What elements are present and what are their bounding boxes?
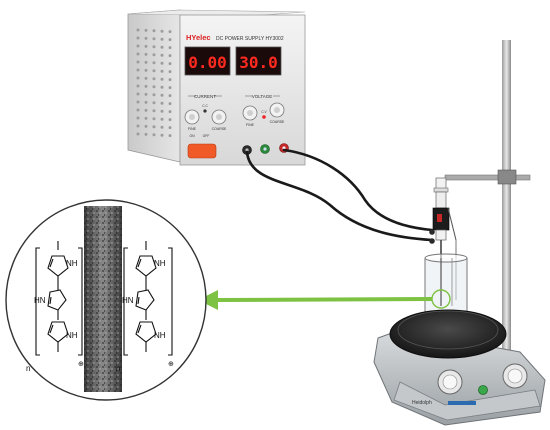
nh-label-right-top: NH [154, 259, 166, 268]
model-label: DC POWER SUPPLY HY3002 [216, 36, 284, 42]
nh-label-right-bottom: NH [154, 331, 166, 340]
charge-right: ⊕ [168, 361, 174, 368]
switch-off-label: OFF [203, 134, 210, 138]
polypyrrole-fiber [84, 206, 122, 392]
current-display: 0.00 [188, 53, 227, 72]
hn-label-right: HN [122, 296, 134, 305]
polypyrrole-structure-right [123, 241, 173, 356]
output-terminals [242, 143, 289, 155]
knob-label-3: FINE [246, 123, 255, 127]
power-supply-front-panel [179, 14, 306, 166]
current-section-label: CURRENT [194, 94, 216, 99]
voltage-section-label: VOLTAGE [252, 94, 273, 99]
magnetic-stirrer: Heidolph [373, 309, 546, 426]
stand-clamp-block [497, 169, 517, 185]
switch-on-label: ON [189, 134, 195, 138]
stirrer-power-button[interactable] [478, 385, 488, 395]
wire-negative [245, 150, 434, 242]
cv-label: C.V [261, 110, 267, 114]
polypyrrole-structure-left [35, 241, 83, 356]
hn-label-left: HN [34, 296, 46, 305]
nh-label-left-top: NH [66, 259, 78, 268]
n-label-left: n [26, 364, 30, 373]
connecting-wires [245, 148, 434, 242]
cc-indicator [203, 109, 207, 113]
power-switch[interactable] [187, 143, 217, 159]
knob-label-1: FINE [188, 127, 197, 131]
n-label-right: n [116, 364, 120, 373]
arrow-head [198, 290, 218, 310]
stirrer-brand: Heidolph [412, 400, 432, 406]
stirrer-plate [389, 309, 507, 359]
stirrer-right-dial[interactable] [502, 363, 528, 389]
voltage-fine-knob[interactable] [242, 105, 258, 121]
dc-power-supply: HYelec DC POWER SUPPLY HY3002 0.00 30.0 … [127, 9, 306, 166]
zoom-arrow [198, 290, 433, 310]
stand-clamp-arm [444, 174, 531, 181]
stirrer-left-dial[interactable] [437, 369, 463, 395]
nh-label-left-bottom: NH [66, 331, 78, 340]
voltage-display: 30.0 [239, 53, 278, 72]
vent-grille [136, 28, 172, 138]
cc-label: C.C [202, 104, 208, 108]
knob-label-4: COARSE [270, 120, 285, 124]
wire-positive [282, 148, 434, 232]
electrode-holder [429, 177, 457, 300]
brand-label: HYelec [186, 33, 211, 42]
knob-label-2: COARSE [212, 127, 227, 131]
voltage-display-frame [235, 46, 282, 76]
retort-stand [444, 40, 531, 410]
voltage-coarse-knob[interactable] [269, 102, 285, 118]
stand-rod [502, 40, 511, 410]
current-coarse-knob[interactable] [211, 109, 227, 125]
magnified-view: NH HN NH n ⊕ NH HN NH n ⊕ [5, 199, 207, 401]
charge-left: ⊕ [78, 361, 84, 368]
cv-indicator [262, 115, 266, 119]
current-display-frame [184, 46, 231, 76]
current-fine-knob[interactable] [184, 109, 200, 125]
